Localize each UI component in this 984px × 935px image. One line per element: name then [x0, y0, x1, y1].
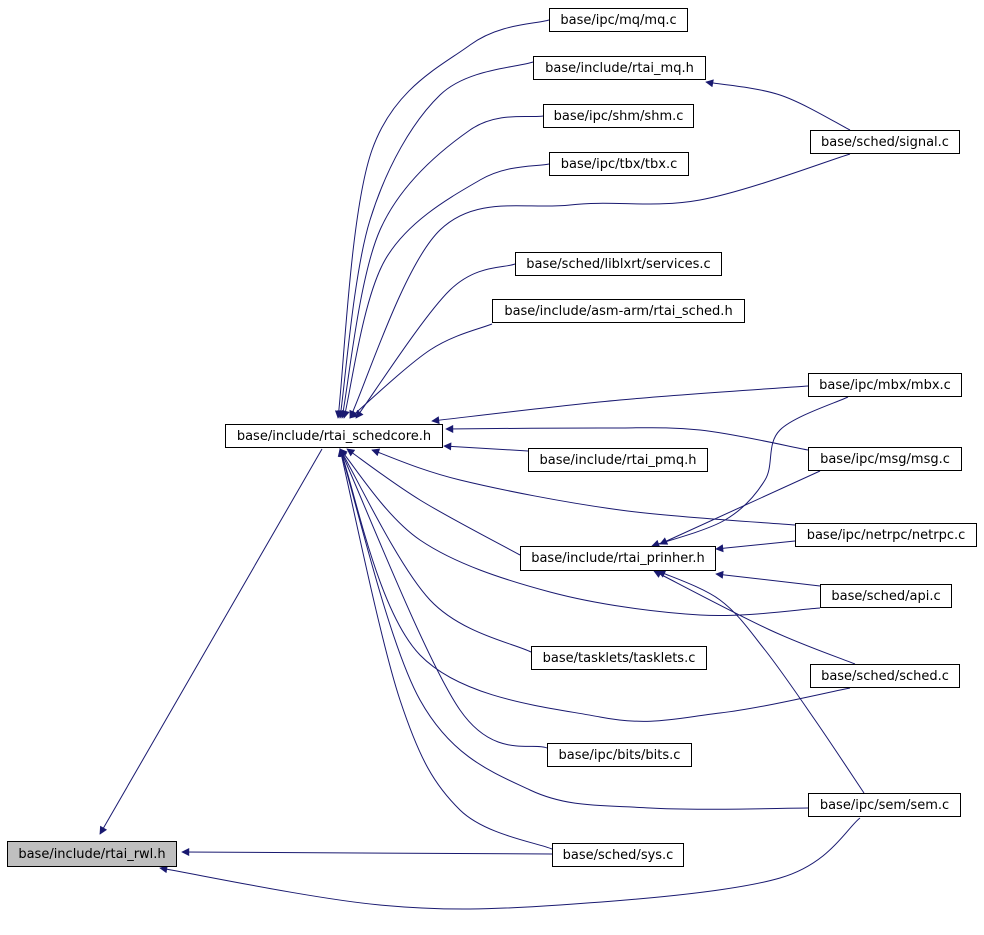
- graph-node-signalc[interactable]: base/sched/signal.c: [810, 130, 960, 154]
- edge-pmq-to-schedcore: [443, 442, 529, 452]
- graph-node-asmarm[interactable]: base/include/asm-arm/rtai_sched.h: [492, 299, 745, 323]
- edge-semc-to-schedcore: [338, 448, 809, 810]
- edge-semc-to-prinher: [657, 570, 865, 794]
- graph-node-semc[interactable]: base/ipc/sem/sem.c: [808, 793, 961, 817]
- edge-netrpc-to-schedcore: [371, 448, 796, 526]
- edge-apic-to-schedcore: [339, 448, 821, 616]
- edge-bitsc-to-schedcore: [339, 448, 548, 749]
- edge-msgc-to-schedcore: [445, 424, 809, 451]
- edge-apic-to-prinher: [715, 570, 821, 587]
- graph-node-tbxc[interactable]: base/ipc/tbx/tbx.c: [549, 152, 689, 176]
- graph-node-apic[interactable]: base/sched/api.c: [820, 584, 952, 608]
- edge-mbxc-to-prinher: [651, 396, 849, 548]
- graph-node-msgc[interactable]: base/ipc/msg/msg.c: [808, 447, 962, 471]
- edge-tasklets-to-schedcore: [339, 448, 532, 653]
- graph-node-services[interactable]: base/sched/liblxrt/services.c: [515, 252, 722, 276]
- edge-prinher-to-schedcore: [346, 448, 521, 556]
- edge-mbxc-to-schedcore: [431, 385, 809, 425]
- edge-msgc-to-prinher: [659, 470, 821, 545]
- edge-tbxc-to-schedcore: [341, 163, 550, 419]
- edge-sysc-to-rwl: [181, 848, 553, 857]
- edge-asmarm-to-schedcore: [349, 323, 493, 419]
- graph-node-tasklets[interactable]: base/tasklets/tasklets.c: [531, 646, 707, 670]
- graph-node-bitsc[interactable]: base/ipc/bits/bits.c: [547, 743, 692, 767]
- edge-rtai_mq-to-schedcore: [337, 61, 534, 419]
- graph-node-sysc[interactable]: base/sched/sys.c: [552, 843, 684, 867]
- edge-signalc-to-rtai_mq: [705, 79, 851, 131]
- graph-node-shmc[interactable]: base/ipc/shm/shm.c: [543, 104, 694, 128]
- edge-schedcore-to-rwl: [99, 448, 323, 835]
- edge-schedc-to-prinher: [653, 570, 856, 665]
- edge-mqc-to-schedcore: [334, 19, 550, 419]
- edge-signalc-to-schedcore: [349, 153, 851, 419]
- edge-sysc-to-schedcore: [337, 448, 553, 850]
- graph-node-schedcore[interactable]: base/include/rtai_schedcore.h: [225, 424, 443, 448]
- graph-node-mbxc[interactable]: base/ipc/mbx/mbx.c: [808, 373, 962, 397]
- graph-node-pmq[interactable]: base/include/rtai_pmq.h: [528, 448, 708, 472]
- graph-node-schedc[interactable]: base/sched/sched.c: [810, 664, 960, 688]
- graph-node-mqc[interactable]: base/ipc/mq/mq.c: [549, 8, 688, 32]
- edge-schedc-to-schedcore: [338, 448, 851, 722]
- graph-node-rtai_mq[interactable]: base/include/rtai_mq.h: [533, 56, 706, 80]
- graph-node-netrpc[interactable]: base/ipc/netrpc/netrpc.c: [795, 523, 977, 547]
- graph-node-rwl[interactable]: base/include/rtai_rwl.h: [7, 841, 177, 867]
- edge-netrpc-to-prinher: [715, 540, 796, 553]
- graph-node-prinher[interactable]: base/include/rtai_prinher.h: [520, 546, 716, 571]
- edge-semc-to-rwl: [159, 817, 861, 910]
- edge-services-to-schedcore: [355, 263, 516, 419]
- edge-shmc-to-schedcore: [339, 115, 544, 419]
